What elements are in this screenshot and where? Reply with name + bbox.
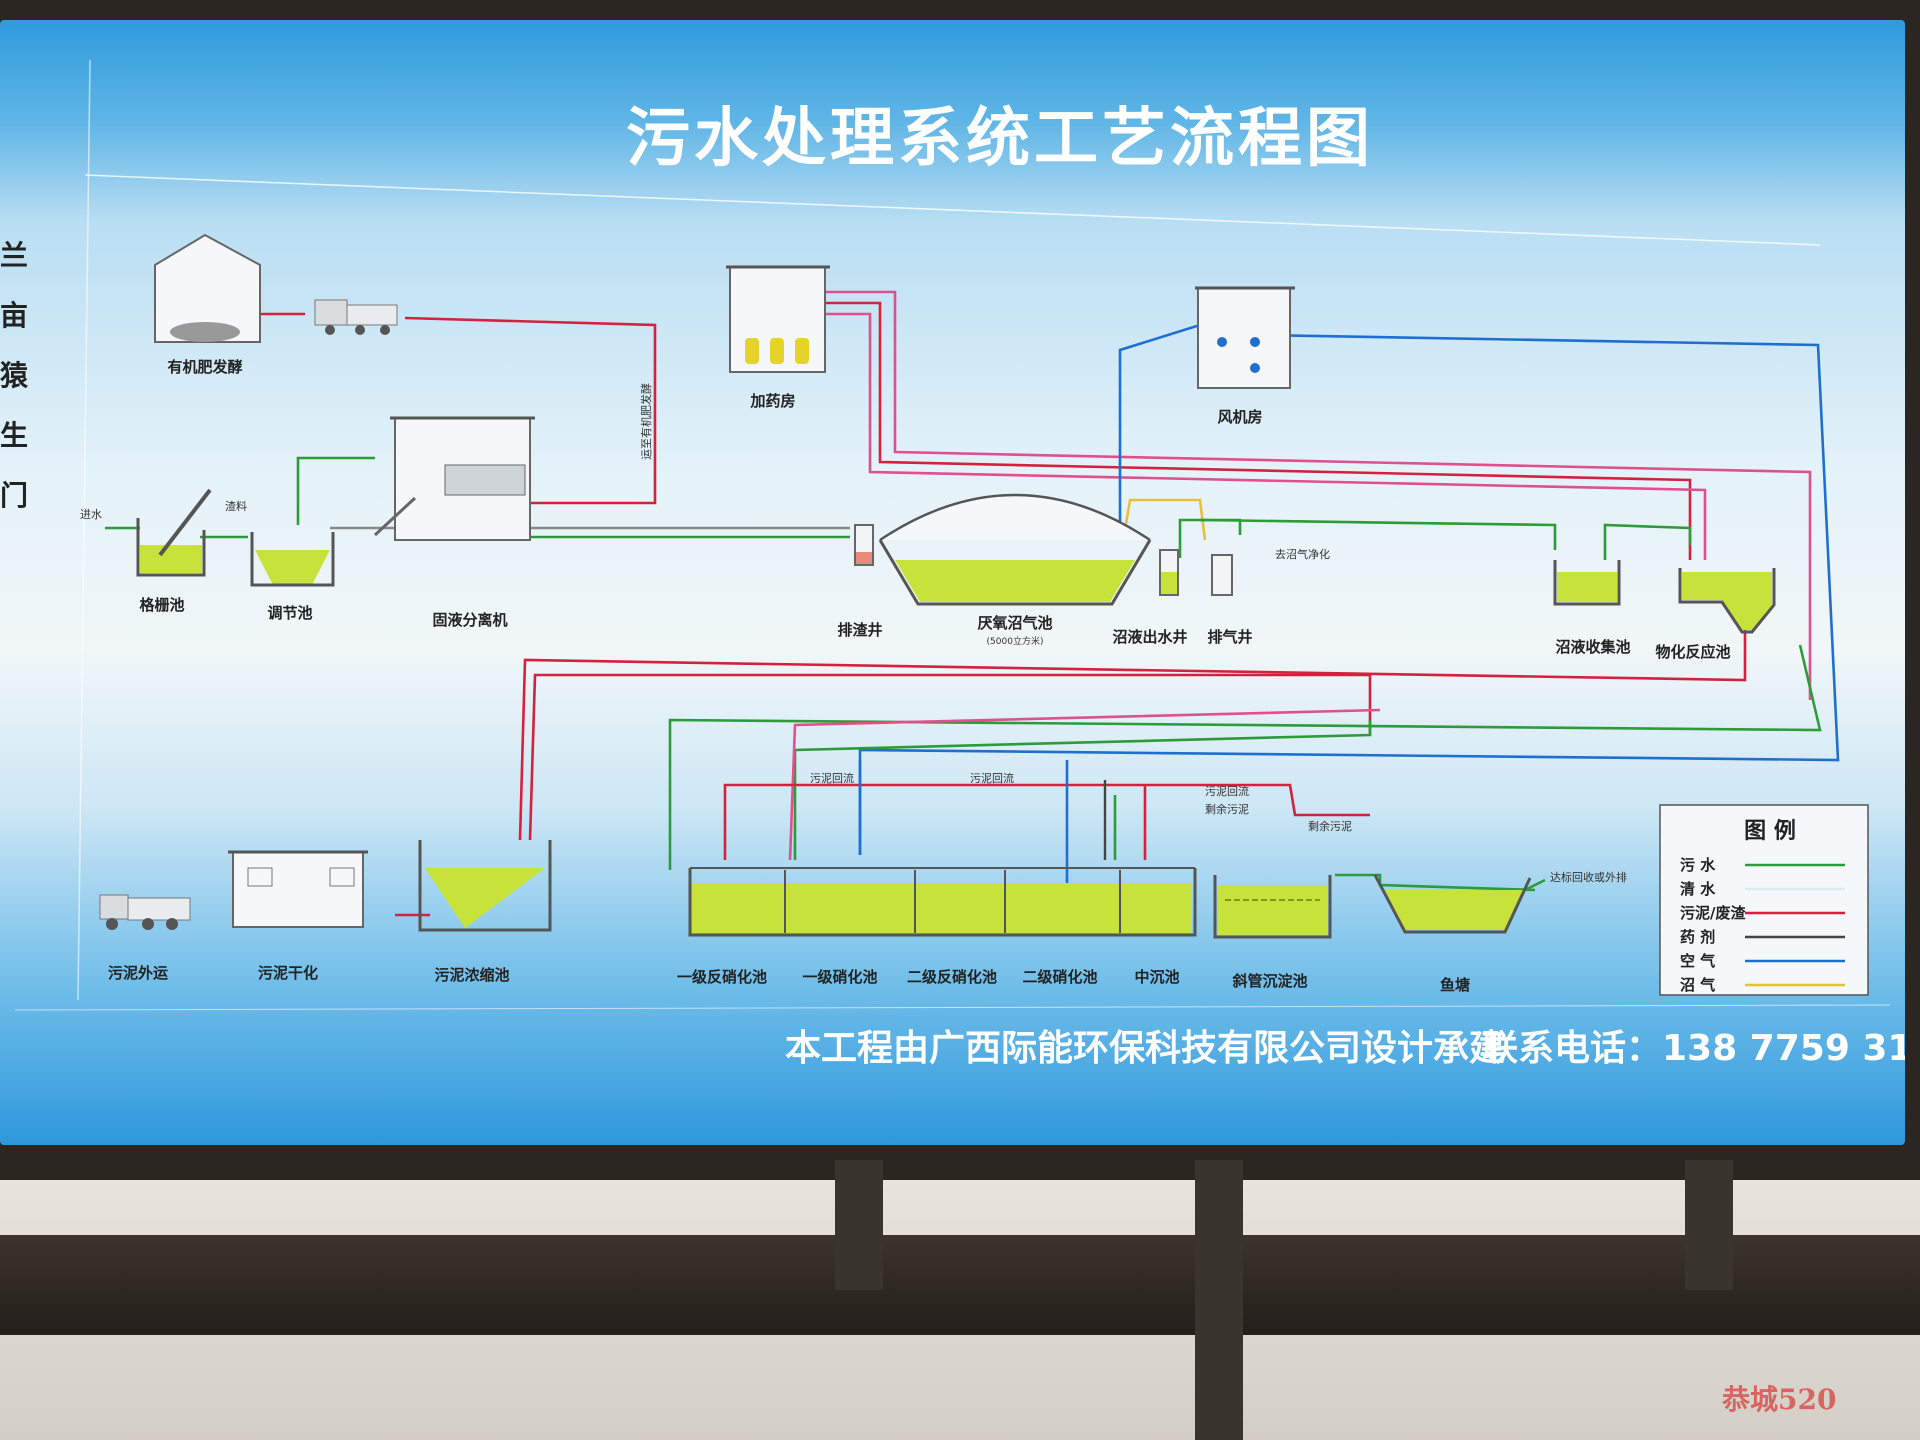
side-text-column: 兰 亩 猿 生 门 — [0, 239, 29, 512]
legend-item-label: 空 气 — [1680, 952, 1715, 970]
support-post — [835, 1160, 883, 1290]
svg-text:亩: 亩 — [0, 299, 28, 332]
title-divider — [84, 174, 1821, 246]
support-post — [1195, 1160, 1243, 1440]
footer-phone: 联系电话：138 7759 3106 — [1482, 1028, 1905, 1069]
label-dosing-room: 加药房 — [749, 392, 795, 410]
bio-treatment-train — [688, 867, 1197, 937]
svg-text:生: 生 — [0, 419, 28, 452]
left-border-line — [77, 59, 91, 1001]
label-regulating-tank: 调节池 — [267, 604, 312, 622]
blower-room — [1195, 286, 1295, 389]
sludge-drying-house — [228, 850, 368, 928]
footer-divider — [14, 1004, 1891, 1011]
label-secondary-denitrification: 二级反硝化池 — [907, 968, 997, 986]
pipe-air-to-digester — [1118, 323, 1201, 530]
label-sludge-return-2: 污泥回流 — [970, 771, 1014, 785]
label-separator: 固液分离机 — [432, 611, 507, 629]
pipe-excess-sludge — [528, 673, 1372, 841]
pipe-dosing-3 — [755, 312, 1707, 560]
pipe-dosing-1 — [755, 290, 1812, 700]
label-blower-room: 风机房 — [1217, 408, 1262, 426]
label-sludge-thickener: 污泥浓缩池 — [434, 966, 509, 984]
legend-item-label: 沼 气 — [1680, 976, 1715, 994]
organic-fertilizer-shed — [154, 233, 261, 343]
label-to-fertilizer: 运至有机肥发酵 — [639, 383, 653, 460]
legend-title: 图 例 — [1744, 819, 1796, 844]
digestate-collection-tank — [1553, 560, 1621, 606]
watermark: 恭城520 — [1722, 1383, 1837, 1416]
dosing-room — [726, 265, 830, 373]
label-inclined-settler: 斜管沉淀池 — [1231, 972, 1307, 990]
label-sludge-drying: 污泥干化 — [258, 964, 318, 982]
label-primary-nitrification: 一级硝化池 — [802, 968, 877, 986]
pipe-outlet-well — [1178, 518, 1242, 558]
sludge-thickener — [418, 840, 552, 932]
svg-text:门: 门 — [0, 479, 28, 512]
label-organic-fertilizer: 有机肥发酵 — [167, 358, 242, 376]
support-beam — [0, 1235, 1920, 1335]
fish-pond — [1373, 874, 1532, 934]
exhaust-well — [1211, 554, 1233, 596]
pipe-dosing-2 — [755, 301, 1692, 560]
label-sludge-transport: 污泥外运 — [108, 964, 168, 982]
label-primary-denitrification: 一级反硝化池 — [677, 968, 767, 986]
label-inflow: 进水 — [80, 508, 102, 521]
legend-item-label: 药 剂 — [1680, 928, 1715, 946]
label-to-biogas-purification: 去沼气净化 — [1275, 547, 1330, 561]
diagram-title: 污水处理系统工艺流程图 — [626, 102, 1374, 176]
pipe-sludge-to-fertilizer — [404, 316, 657, 505]
svg-text:猿: 猿 — [0, 359, 29, 392]
pipe-discharge — [1524, 878, 1546, 892]
label-excess-sludge-2: 剩余污泥 — [1308, 819, 1352, 833]
pipe-regulating-to-separator — [296, 456, 375, 525]
solid-liquid-separator — [373, 416, 535, 541]
physicochemical-tank — [1678, 568, 1776, 634]
legend-item-label: 污 水 — [1680, 856, 1716, 874]
label-sludge-return-3: 污泥回流 — [1205, 784, 1249, 798]
pipe-sludge-return-1 — [723, 783, 1370, 860]
process-flow-board: 污水处理系统工艺流程图 兰 亩 猿 生 门 — [0, 20, 1905, 1145]
digestate-outlet-well — [1159, 549, 1179, 596]
label-anaerobic-digester: 厌氧沼气池 — [977, 614, 1052, 632]
label-exhaust-well: 排气井 — [1207, 628, 1252, 646]
label-screenings: 渣料 — [225, 499, 247, 513]
legend-item-label: 清 水 — [1680, 880, 1716, 898]
footer-company: 本工程由广西际能环保科技有限公司设计承建 — [785, 1028, 1505, 1069]
sludge-truck-bottom — [99, 894, 191, 930]
pipe-sludge-return-main — [518, 605, 1747, 841]
label-digester-capacity: (5000立方米) — [987, 635, 1044, 647]
label-excess-sludge-1: 剩余污泥 — [1205, 802, 1249, 816]
slag-well — [854, 524, 874, 566]
legend: 图 例 污 水清 水污泥/废渣药 剂空 气沼 气 — [1659, 804, 1869, 996]
process-flow-diagram: 污水处理系统工艺流程图 兰 亩 猿 生 门 — [0, 59, 1905, 1069]
grille-tank — [136, 488, 212, 577]
inclined-tube-settler — [1213, 875, 1332, 939]
pipe-to-collection — [1199, 518, 1557, 550]
anaerobic-digester — [878, 493, 1152, 606]
sludge-truck-top — [314, 299, 398, 335]
label-intermediate-settling: 中沉池 — [1134, 968, 1179, 986]
label-collection-tank: 沼液收集池 — [1555, 638, 1630, 656]
support-post — [1685, 1160, 1733, 1290]
label-sludge-return-1: 污泥回流 — [810, 771, 854, 785]
label-discharge: 达标回收或外排 — [1550, 870, 1627, 884]
legend-item-label: 污泥/废渣 — [1680, 904, 1746, 922]
pipe-nitrate-return — [793, 720, 1372, 860]
svg-text:兰: 兰 — [0, 239, 28, 272]
regulating-tank — [250, 532, 335, 587]
label-grille-tank: 格栅池 — [139, 596, 184, 614]
pipe-dosing-bio — [788, 708, 1381, 861]
label-secondary-nitrification: 二级硝化池 — [1022, 968, 1097, 986]
label-outlet-well: 沼液出水井 — [1112, 628, 1187, 646]
label-slag-well: 排渣井 — [837, 621, 882, 639]
pipe-settler-to-pond — [1335, 873, 1536, 892]
pipe-collection-to-physchem — [1603, 523, 1692, 560]
label-fish-pond: 鱼塘 — [1440, 976, 1470, 994]
label-physicochemical-tank: 物化反应池 — [1655, 643, 1730, 661]
pipe-wastewater-to-denit — [668, 644, 1822, 870]
